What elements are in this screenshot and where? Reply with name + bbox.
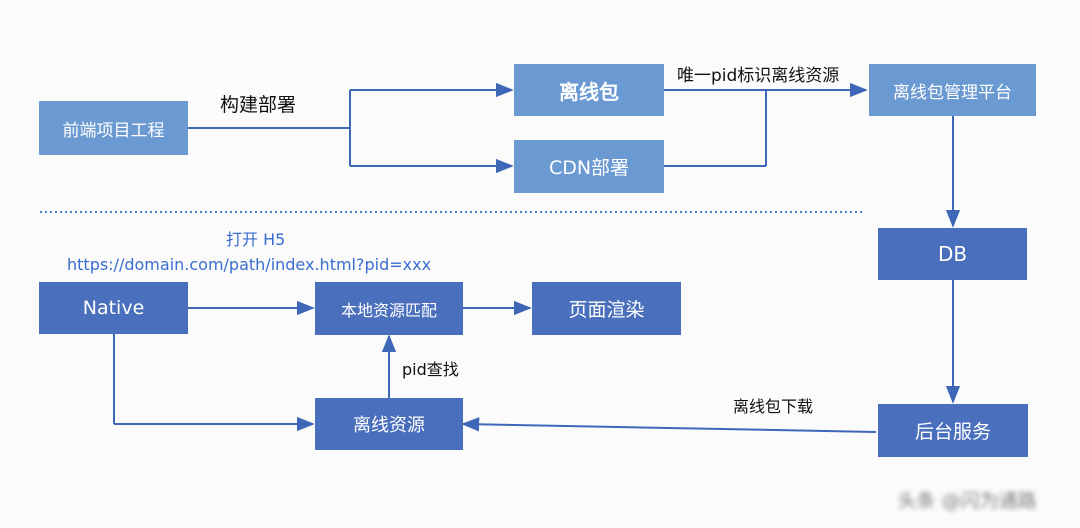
node-db: DB	[878, 228, 1027, 280]
node-offline-package: 离线包	[514, 64, 664, 116]
label-pid-lookup: pid查找	[402, 360, 459, 379]
label-open-h5: 打开 H5	[226, 230, 286, 249]
edge-resource-to-backend	[461, 417, 877, 433]
node-cdn-deploy: CDN部署	[514, 140, 664, 193]
node-local-resource-match: 本地资源匹配	[315, 282, 463, 335]
label-url: https://domain.com/path/index.html?pid=x…	[67, 255, 432, 274]
node-page-render: 页面渲染	[532, 282, 681, 335]
label-build-deploy: 构建部署	[220, 94, 297, 116]
node-frontend-project: 前端项目工程	[39, 101, 188, 155]
label-pid-identifies: 唯一pid标识离线资源	[677, 66, 840, 86]
node-backend-service: 后台服务	[878, 404, 1028, 457]
node-offline-resource: 离线资源	[315, 398, 463, 450]
node-offline-platform: 离线包管理平台	[869, 64, 1036, 116]
node-native: Native	[39, 282, 188, 334]
label-package-download: 离线包下载	[733, 397, 814, 416]
watermark: 头条 @闪为通路	[897, 489, 1037, 512]
